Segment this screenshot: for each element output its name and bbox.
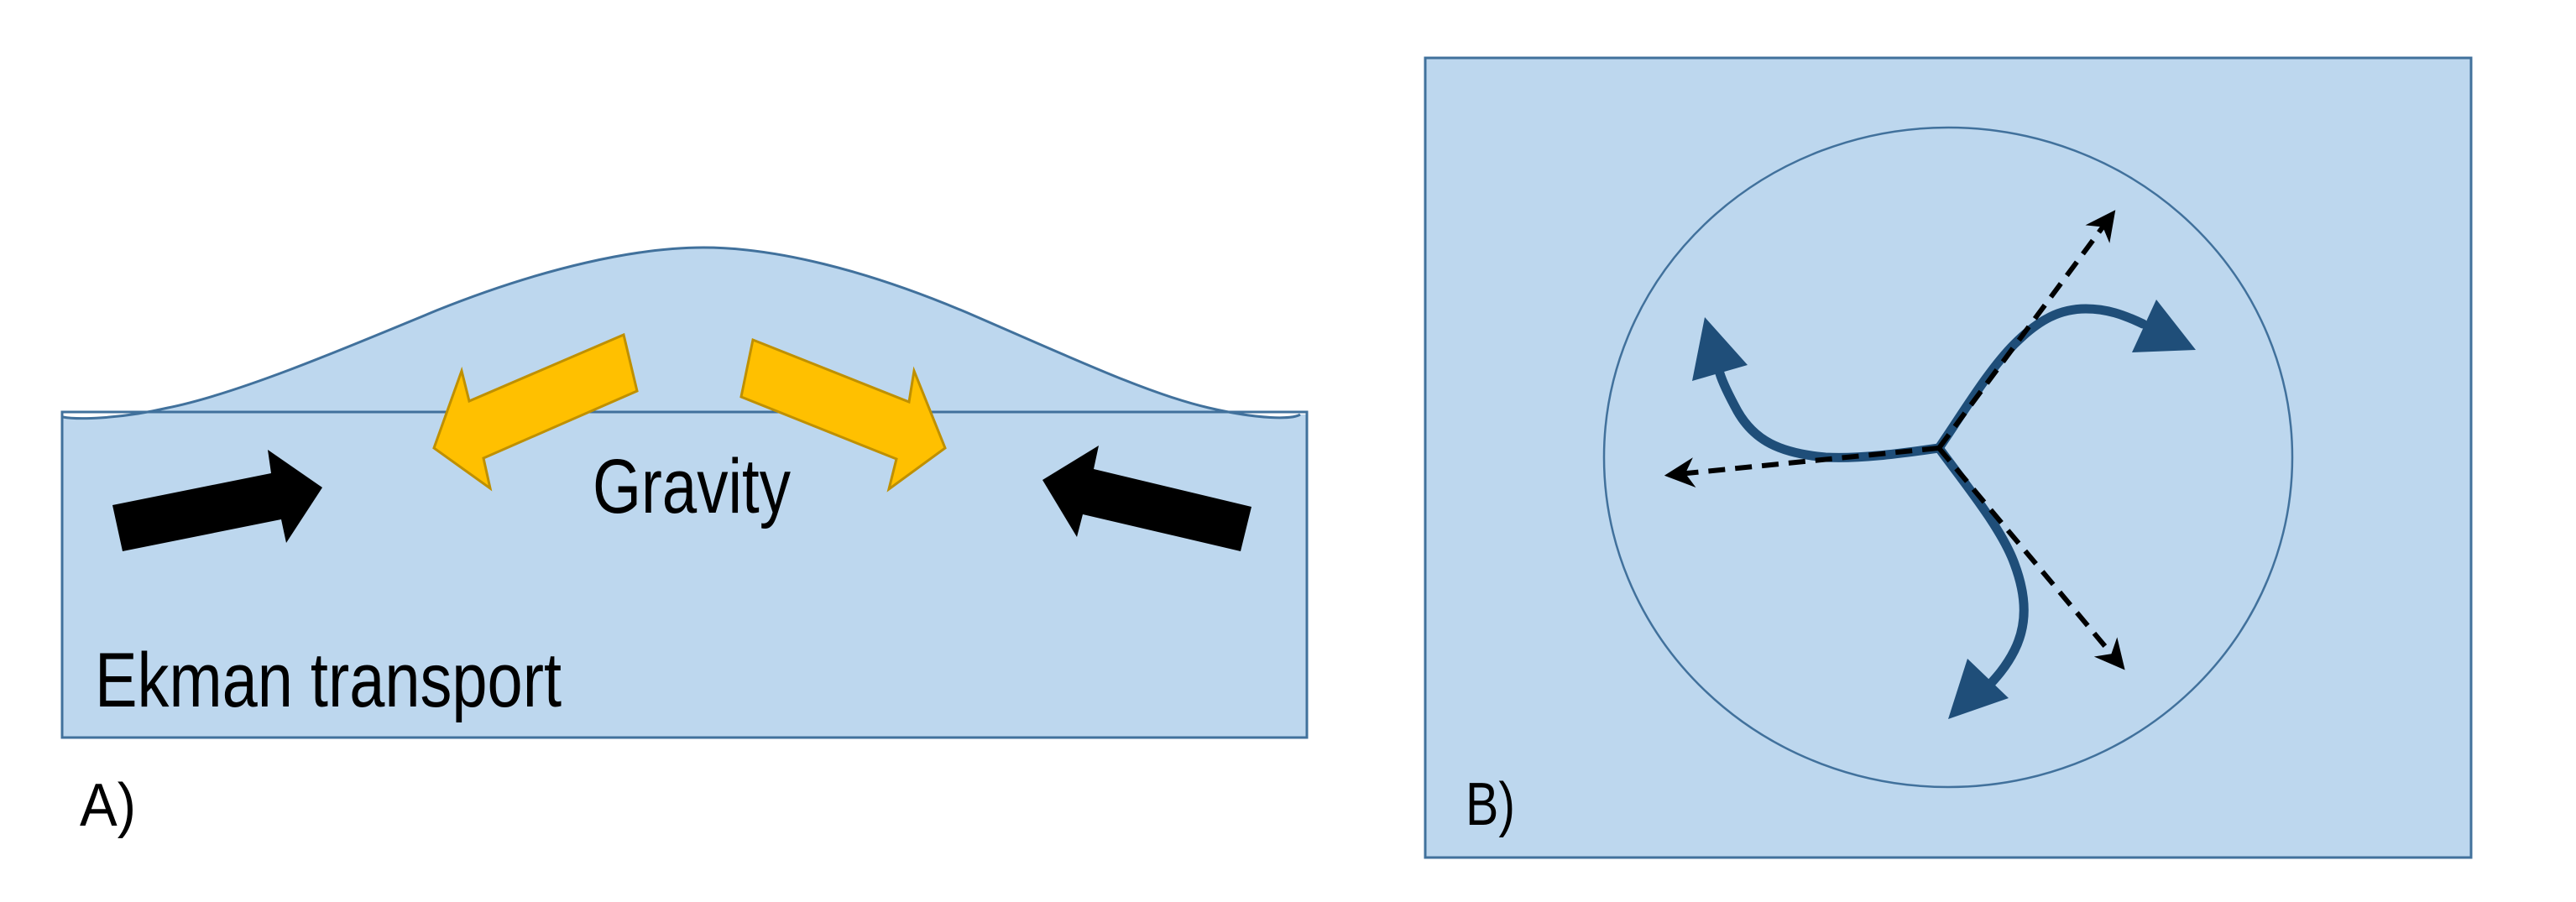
panel-b-label: B)	[1466, 771, 1515, 838]
dashed-arrow-lower-right	[1936, 446, 2125, 670]
gravity-label: Gravity	[593, 444, 791, 529]
sea-surface-hump	[62, 246, 1301, 420]
dashed-arrow-upper-right	[1936, 210, 2116, 450]
ekman-transport-label: Ekman transport	[95, 638, 562, 723]
flow-arrow-upper-right	[1934, 300, 2196, 453]
flow-arrow-down-head	[1948, 659, 2009, 719]
flow-arrow-upper-right-head	[2132, 300, 2196, 352]
ekman-arrow-left	[112, 450, 322, 551]
panel-a-label: A)	[80, 772, 136, 839]
panel-b: B)	[1424, 56, 2473, 859]
flow-arrow-upper-right-shaft	[1934, 304, 2148, 453]
gravity-arrow-left	[432, 332, 639, 492]
water-body	[63, 248, 1307, 738]
flow-arrow-down	[1934, 443, 2029, 719]
ekman-arrow-right	[1042, 446, 1251, 551]
eddy-boundary-circle	[1602, 126, 2294, 789]
panel-a: Gravity Ekman transport A)	[60, 246, 1309, 839]
flow-arrow-down-shaft	[1934, 443, 2029, 695]
dashed-arrow-left	[1664, 446, 1940, 488]
gravity-arrow-right	[739, 337, 947, 493]
water-box-outline	[60, 410, 1309, 739]
flow-arrow-left-head	[1692, 317, 1748, 381]
